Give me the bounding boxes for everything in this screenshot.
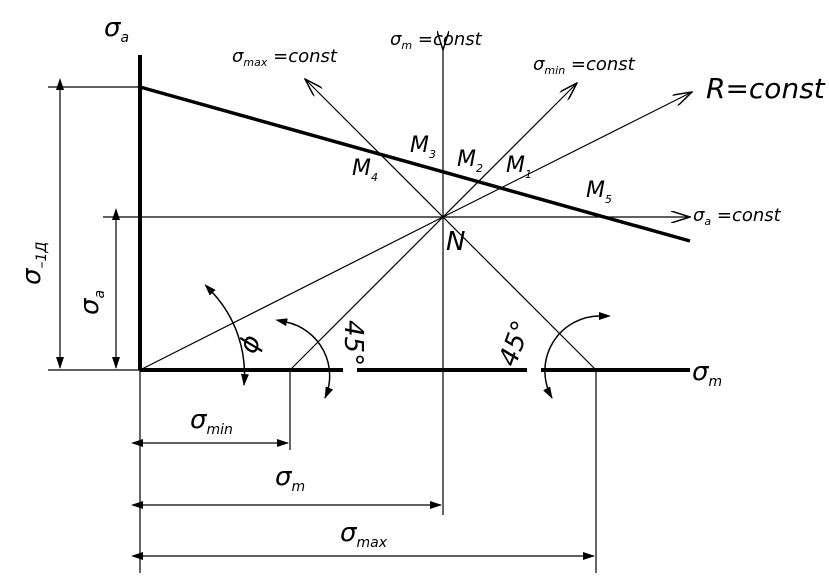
label-dim-sigma-a: σa <box>75 290 108 315</box>
ray-origin-to-n <box>139 216 444 371</box>
r-const-line <box>442 92 692 218</box>
sigma-min-const-line <box>289 83 577 371</box>
label-point-m3: M3 <box>410 133 436 161</box>
angle-phi-arc <box>204 283 249 386</box>
label-sigma-max-const: σmax =const <box>232 46 338 69</box>
label-sigma-min-const: σmin =const <box>533 54 636 77</box>
label-dim-sigma-max: σmax <box>340 518 388 551</box>
label-point-m2: M2 <box>457 147 483 175</box>
label-angle-left-45: 45° <box>338 320 368 366</box>
label-dim-sigma-m: σm <box>275 462 305 495</box>
label-axis-sigma-a: σa <box>104 13 129 46</box>
label-point-m4: M4 <box>352 156 378 184</box>
label-r-const: R=const <box>706 72 826 105</box>
label-point-n: N <box>446 227 465 257</box>
label-point-m1: M1 <box>506 153 532 181</box>
label-point-m5: M5 <box>586 178 612 206</box>
label-sigma-a-const: σa =const <box>693 205 782 228</box>
label-dim-sigma-minus1d: σ–1Д <box>17 242 50 285</box>
label-dim-sigma-min: σmin <box>190 405 233 438</box>
label-sigma-m-const: σm =const <box>390 29 483 52</box>
angle-right-45-arc <box>543 311 611 399</box>
angle-left-45-arc <box>275 318 334 399</box>
label-angle-right-45: 45° <box>493 317 537 371</box>
label-axis-sigma-m: σm <box>692 357 722 390</box>
label-angle-phi: ϕ <box>233 331 267 357</box>
limit-line <box>139 85 691 243</box>
